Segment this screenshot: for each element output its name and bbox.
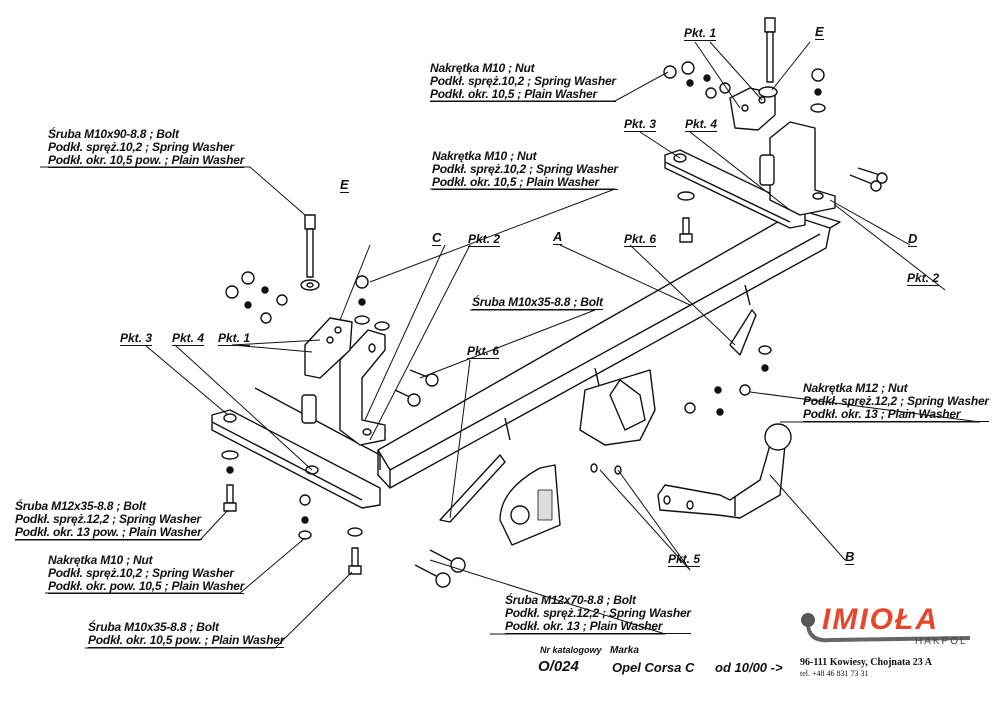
label-line: Podkł. okr. 10,5 pow. ; Plain Washer — [88, 633, 285, 648]
label-nut-bottom: Nakrętka M10 ; Nut Podkł. spręż.10,2 ; S… — [48, 554, 244, 594]
label-line: Śruba M12x70-8.8 ; Bolt — [505, 593, 636, 607]
part-B-label: B — [845, 549, 855, 565]
plate-E-right — [729, 87, 776, 131]
label-line: Śruba M10x35-8.8 ; Bolt — [472, 295, 603, 310]
spacer-left — [301, 394, 317, 424]
label-line: Nakrętka M10 ; Nut — [430, 61, 535, 75]
plate-E-left — [304, 317, 353, 379]
label-bolt-m10x90: Śruba M10x90-8.8 ; Bolt Podkł. spręż.10,… — [48, 128, 244, 168]
label-nut-m12: Nakrętka M12 ; Nut Podkł. spręż.12,2 ; S… — [803, 382, 989, 422]
bracket-C — [339, 329, 386, 446]
brand-name: Opel Corsa C — [612, 660, 695, 675]
label-line: Podkł. spręż.10,2 ; Spring Washer — [432, 162, 618, 176]
spacer-right — [759, 154, 775, 186]
electrical-socket-plate — [499, 464, 561, 546]
label-line: Podkł. spręż.10,2 ; Spring Washer — [430, 74, 616, 88]
strap-left — [439, 454, 506, 523]
company-phone: tel. +48 46 831 73 31 — [800, 669, 869, 678]
strap-right — [729, 309, 757, 356]
pkt-4-top: Pkt. 4 — [685, 117, 718, 132]
pkt-4-left: Pkt. 4 — [172, 331, 205, 346]
part-A-label: A — [553, 229, 563, 245]
tow-hook-logo-icon — [801, 613, 971, 643]
label-line: Nakrętka M10 ; Nut — [48, 553, 153, 567]
label-nut-mid: Nakrętka M10 ; Nut Podkł. spręż.10,2 ; S… — [432, 150, 618, 190]
catalog-number-label: Nr katalogowy — [540, 645, 602, 655]
company-logo-text: IMIOŁA — [822, 603, 939, 636]
bracket-D — [769, 121, 836, 216]
pkt-3-left: Pkt. 3 — [120, 331, 153, 346]
label-line: Śruba M12x35-8.8 ; Bolt — [15, 499, 146, 513]
pkt-1-top: Pkt. 1 — [684, 26, 717, 41]
left-side-plate — [211, 387, 381, 509]
label-line: Podkł. okr. 10,5 ; Plain Washer — [432, 176, 618, 190]
label-bolt-m12x70: Śruba M12x70-8.8 ; Bolt Podkł. spręż.12,… — [505, 594, 691, 634]
label-bolt-m12x35: Śruba M12x35-8.8 ; Bolt Podkł. spręż.12,… — [15, 500, 202, 540]
bolt-m10x90-right — [764, 17, 776, 83]
bolt-m10x90-left — [304, 214, 316, 278]
label-line: Śruba M10x35-8.8 ; Bolt — [88, 620, 219, 634]
label-line: Podkł. spręż.12,2 ; Spring Washer — [505, 606, 691, 620]
label-line: Podkł. okr. pow. 10,5 ; Plain Washer — [48, 579, 245, 594]
small-bolts — [221, 167, 888, 588]
pkt-2-mid: Pkt. 2 — [468, 232, 501, 247]
label-nut-top: Nakrętka M10 ; Nut Podkł. spręż.10,2 ; S… — [430, 62, 616, 102]
part-D-label: D — [908, 231, 918, 247]
pkt-5: Pkt. 5 — [668, 552, 701, 567]
label-line: Podkł. okr. 13 pow. ; Plain Washer — [15, 525, 202, 540]
part-E-top-label: E — [815, 24, 824, 40]
company-address: 96-111 Kowiesy, Chojnata 23 A — [800, 657, 932, 668]
label-line: Podkł. spręż.10,2 ; Spring Washer — [48, 566, 234, 580]
label-line: Podkł. spręż.12,2 ; Spring Washer — [15, 512, 201, 526]
part-E-left-label: E — [340, 177, 349, 193]
part-C-label: C — [432, 230, 442, 246]
label-line: Podkł. spręż.12,2 ; Spring Washer — [803, 394, 989, 408]
pkt-6-mid: Pkt. 6 — [467, 344, 500, 359]
label-line: Podkł. okr. 13 ; Plain Washer — [803, 408, 989, 422]
label-line: Śruba M10x90-8.8 ; Bolt — [48, 127, 179, 141]
label-line: Nakrętka M10 ; Nut — [432, 149, 537, 163]
fasteners-left-cluster — [225, 271, 390, 331]
pkt-2-right: Pkt. 2 — [907, 271, 940, 286]
label-line: Nakrętka M12 ; Nut — [803, 381, 908, 395]
tow-ball-B — [657, 423, 792, 519]
label-line: Podkł. okr. 10,5 ; Plain Washer — [430, 88, 616, 102]
ball-mount-plate — [579, 369, 656, 475]
pkt-3-top: Pkt. 3 — [624, 117, 657, 132]
production-date: od 10/00 -> — [715, 660, 783, 675]
fasteners-top-cluster — [663, 61, 826, 113]
label-line: Podkł. okr. 13 ; Plain Washer — [505, 620, 691, 634]
pkt-1-left: Pkt. 1 — [218, 331, 251, 346]
label-bolt-m10x35-mid: Śruba M10x35-8.8 ; Bolt — [472, 296, 603, 310]
label-line: Podkł. spręż.10,2 ; Spring Washer — [48, 140, 234, 154]
right-side-plate — [664, 149, 806, 229]
pkt-6-top: Pkt. 6 — [624, 232, 657, 247]
company-logo-subtitle: HAKPOL — [915, 636, 968, 647]
label-line: Podkł. okr. 10,5 pow. ; Plain Washer — [48, 153, 245, 168]
brand-label: Marka — [610, 645, 639, 656]
catalog-number: O/024 — [538, 658, 579, 675]
label-bolt-m10x35-bottom: Śruba M10x35-8.8 ; Bolt Podkł. okr. 10,5… — [88, 621, 284, 648]
